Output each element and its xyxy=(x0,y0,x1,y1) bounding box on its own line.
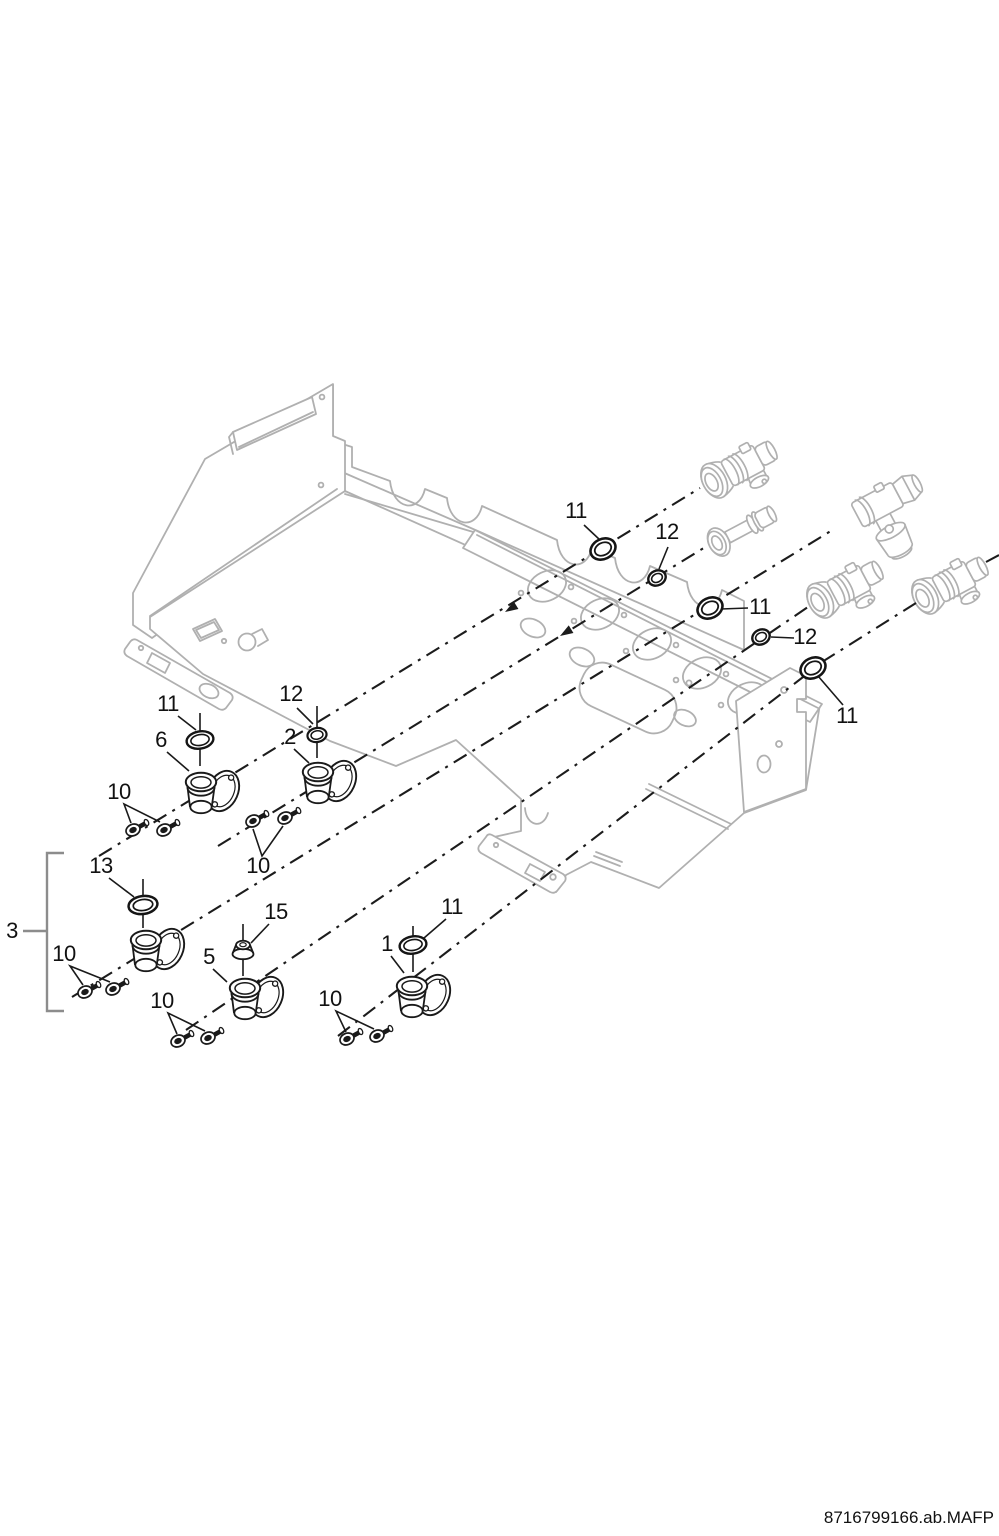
callout-2: 2 xyxy=(284,724,296,749)
screw-10 xyxy=(244,810,270,829)
chassis-left-foot xyxy=(123,638,234,711)
screw-10 xyxy=(276,807,302,826)
union-fitting xyxy=(702,498,783,561)
callout-1: 1 xyxy=(381,931,393,956)
floor-openings xyxy=(192,617,697,735)
callout-6: 6 xyxy=(155,727,167,752)
chassis-bracket xyxy=(123,383,823,894)
callout-15: 15 xyxy=(264,899,288,924)
callout-11-a: 11 xyxy=(565,498,587,523)
callout-10-e: 10 xyxy=(318,986,342,1011)
callout-12-a: 12 xyxy=(655,519,679,544)
callout-11-e: 11 xyxy=(441,894,463,919)
tee-valve xyxy=(847,465,948,568)
shutoff-valve-right xyxy=(905,547,999,627)
direction-arrow xyxy=(560,625,574,636)
drawing-code: 8716799166.ab.MAFP xyxy=(823,1508,994,1527)
manifold-rail xyxy=(462,529,823,723)
burner-valve-5 xyxy=(228,970,291,1024)
screw-10 xyxy=(169,1030,195,1049)
callout-11-d: 11 xyxy=(157,691,179,716)
o-ring-11 xyxy=(184,727,216,753)
callout-12-b: 12 xyxy=(793,624,817,649)
screw-10 xyxy=(338,1028,364,1047)
grommet-15 xyxy=(231,939,255,961)
shutoff-valve-left xyxy=(800,551,894,631)
chassis-right-plate xyxy=(735,667,807,813)
callout-10-a: 10 xyxy=(107,779,131,804)
group-bracket-3 xyxy=(23,851,64,1013)
screw-10 xyxy=(76,981,102,1000)
callout-5: 5 xyxy=(203,944,215,969)
handle-slot xyxy=(232,396,317,451)
callout-10-c: 10 xyxy=(52,941,76,966)
washer-13 xyxy=(126,892,160,918)
callout-10-b: 10 xyxy=(246,853,270,878)
callout-13: 13 xyxy=(89,853,113,878)
direction-arrow xyxy=(505,601,519,612)
callout-11-b: 11 xyxy=(749,594,771,619)
burner-valve-1 xyxy=(395,968,458,1022)
o-ring-11 xyxy=(397,932,429,958)
chassis-side-panel xyxy=(132,383,346,639)
callout-12-c: 12 xyxy=(279,681,303,706)
callout-10-d: 10 xyxy=(150,988,174,1013)
shutoff-valve-top xyxy=(694,431,788,511)
burner-valve-2 xyxy=(301,754,364,808)
callout-11-c: 11 xyxy=(836,703,858,728)
callout-3: 3 xyxy=(6,918,18,943)
burner-valve-13 xyxy=(129,922,192,976)
burner-valve-6 xyxy=(184,764,247,818)
